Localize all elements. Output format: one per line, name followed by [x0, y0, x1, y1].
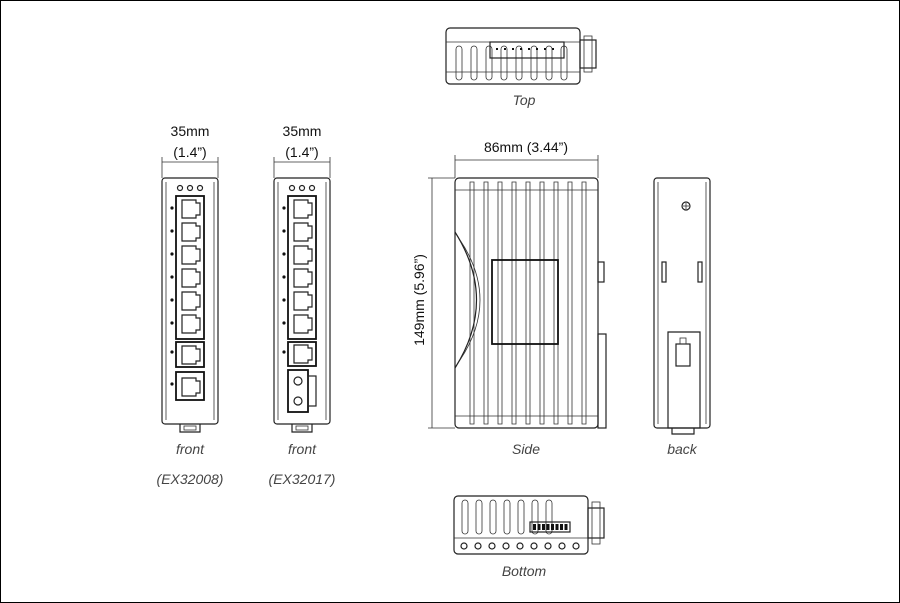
- front1-model: (EX32008): [157, 471, 224, 487]
- side-width-label: 86mm (3.44”): [484, 139, 568, 155]
- front1-caption: front: [176, 441, 205, 457]
- top-view: Top: [445, 27, 597, 108]
- front-view-ex32008: 35mm (1.4”) front (EX32008): [157, 123, 224, 487]
- back-caption: back: [667, 441, 698, 457]
- back-view: back: [653, 177, 711, 457]
- bottom-caption: Bottom: [502, 563, 547, 579]
- front2-width-mm: 35mm: [283, 123, 322, 139]
- top-caption: Top: [513, 92, 536, 108]
- front1-width-inch: (1.4”): [173, 144, 206, 160]
- front1-width-mm: 35mm: [171, 123, 210, 139]
- side-view: 86mm (3.44”) 149mm (5.96”) Side: [411, 139, 607, 457]
- front-view-ex32017: 35mm (1.4”) front (EX32017): [269, 123, 336, 487]
- front2-caption: front: [288, 441, 317, 457]
- side-height-label: 149mm (5.96”): [411, 254, 427, 346]
- bottom-view: Bottom: [453, 495, 605, 579]
- front2-model: (EX32017): [269, 471, 336, 487]
- front2-width-inch: (1.4”): [285, 144, 318, 160]
- side-caption: Side: [512, 441, 540, 457]
